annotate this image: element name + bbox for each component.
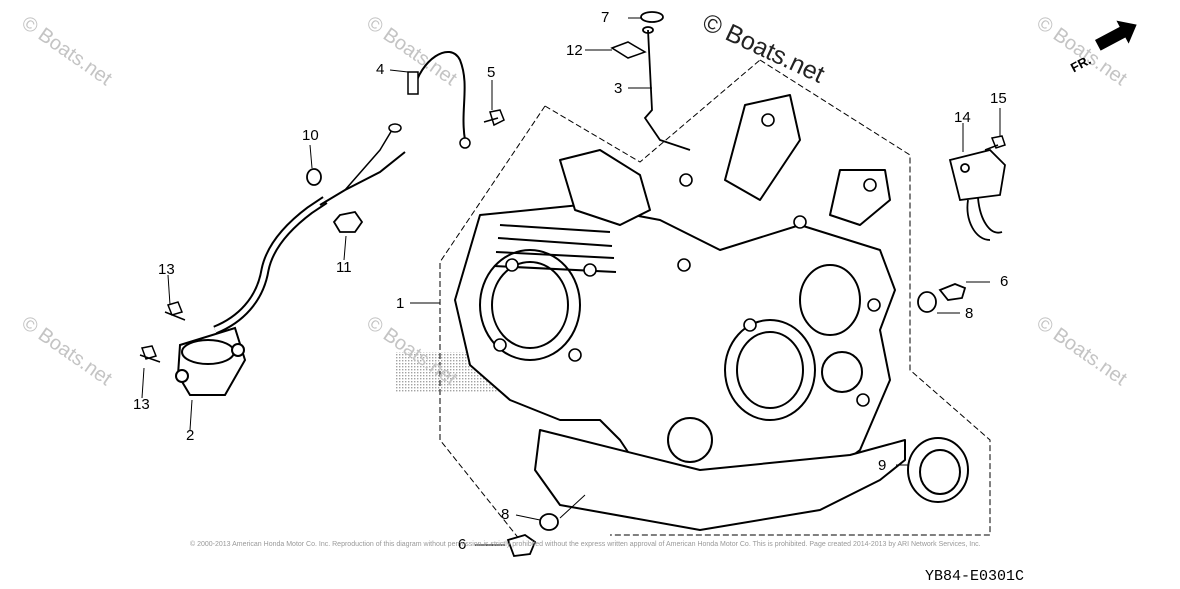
callout-8-right: 8	[965, 305, 974, 322]
callout-2: 2	[186, 427, 195, 444]
hose	[213, 196, 328, 335]
bolt-5	[483, 109, 505, 127]
callout-12: 12	[566, 42, 583, 59]
fr-arrow	[1095, 20, 1137, 51]
wire-harness	[319, 151, 406, 206]
callout-11: 11	[336, 259, 352, 276]
cylinder	[479, 224, 863, 463]
diagram-code: YB84-E0301C	[925, 568, 1025, 585]
callout-5: 5	[487, 64, 496, 81]
bolt-13a	[164, 301, 186, 321]
nut-11	[332, 211, 364, 233]
callout-4: 4	[376, 61, 385, 78]
copyright-notice: © 2000-2013 American Honda Motor Co. Inc…	[190, 541, 981, 548]
leader-lines	[141, 17, 1001, 546]
callout-3: 3	[614, 80, 623, 97]
crankcase	[454, 94, 906, 531]
coil-assembly	[175, 326, 247, 396]
bolt-holes	[493, 113, 881, 407]
bolt-6-right	[938, 283, 967, 301]
assembly-boundary	[439, 59, 991, 541]
callout-9: 9	[878, 457, 887, 474]
callout-1: 1	[396, 295, 405, 312]
washer-8-bottom	[539, 513, 559, 531]
washer-10	[306, 168, 322, 186]
bolt-13b	[139, 345, 161, 363]
callout-15: 15	[990, 90, 1007, 107]
breather-tube	[642, 26, 691, 151]
bolt-6-bottom	[506, 534, 537, 557]
bolt-15	[984, 135, 1006, 151]
callout-13-bottom: 13	[133, 396, 150, 413]
callout-7: 7	[601, 9, 610, 26]
wire-lead	[413, 50, 466, 141]
callout-13-top: 13	[158, 261, 175, 278]
callout-10: 10	[302, 127, 319, 144]
clip	[610, 41, 647, 59]
callout-8-bottom: 8	[501, 506, 510, 523]
washer-8-right	[917, 291, 937, 313]
callout-14: 14	[954, 109, 971, 126]
oil-seal	[907, 437, 969, 503]
callout-6-right: 6	[1000, 273, 1009, 290]
oil-sensor	[948, 149, 1006, 241]
callout-6-bottom: 6	[458, 536, 467, 553]
washer-7	[640, 11, 664, 23]
